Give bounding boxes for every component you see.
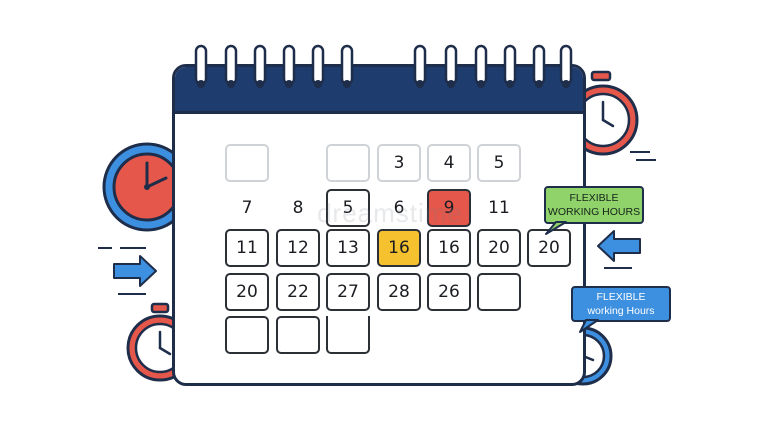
calendar-day-cell [326, 316, 370, 354]
calendar-day-cell: 28 [377, 273, 421, 311]
calendar-day-cell: 26 [427, 273, 471, 311]
calendar-day-cell: 7 [241, 198, 253, 218]
calendar-day-cell: 13 [326, 229, 370, 267]
calendar-day-cell [225, 316, 269, 354]
calendar-day-cell: 20 [527, 229, 571, 267]
calendar-ring-icon [503, 44, 517, 88]
watermark: dreamstime [317, 198, 463, 228]
label-line: FLEXIBLE [596, 291, 646, 303]
calendar-day-cell: 16 [427, 229, 471, 267]
flexible-working-hours-label: FLEXIBLE WORKING HOURS [544, 186, 644, 224]
calendar-day-cell: 4 [427, 144, 471, 182]
calendar-day-cell: 12 [276, 229, 320, 267]
calendar-ring-icon [253, 44, 267, 88]
calendar-day-cell: 16 [377, 229, 421, 267]
calendar-ring-icon [559, 44, 573, 88]
calendar-day-cell [477, 273, 521, 311]
calendar-ring-icon [311, 44, 325, 88]
calendar-day-cell: 11 [225, 229, 269, 267]
calendar-ring-icon [413, 44, 427, 88]
calendar-ring-icon [282, 44, 296, 88]
calendar-day-cell: 8 [292, 198, 304, 218]
calendar-day-cell: 6 [393, 198, 405, 218]
flexible-working-hours-label: FLEXIBLE working Hours [571, 286, 671, 322]
calendar-day-cell: 22 [276, 273, 320, 311]
calendar-day-cell [225, 144, 269, 182]
calendar-day-cell: 5 [477, 144, 521, 182]
calendar-day-cell: 20 [477, 229, 521, 267]
calendar-day-cell [326, 144, 370, 182]
label-line: WORKING HOURS [547, 206, 641, 218]
calendar-day-cell: 11 [488, 198, 510, 218]
label-line: FLEXIBLE [569, 192, 619, 204]
calendar-day-cell: 9 [427, 189, 471, 227]
calendar-ring-icon [532, 44, 546, 88]
calendar-ring-icon [224, 44, 238, 88]
calendar-day-cell [276, 316, 320, 354]
calendar-day-cell: 27 [326, 273, 370, 311]
label-line: working Hours [587, 305, 655, 317]
calendar-ring-icon [194, 44, 208, 88]
calendar-day-cell: 3 [377, 144, 421, 182]
arrow-left-icon [597, 230, 641, 269]
calendar-day-cell: 5 [326, 189, 370, 227]
calendar-day-cell: 20 [225, 273, 269, 311]
calendar-ring-icon [474, 44, 488, 88]
calendar-ring-icon [340, 44, 354, 88]
arrow-right-icon [98, 247, 157, 295]
calendar-ring-icon [444, 44, 458, 88]
